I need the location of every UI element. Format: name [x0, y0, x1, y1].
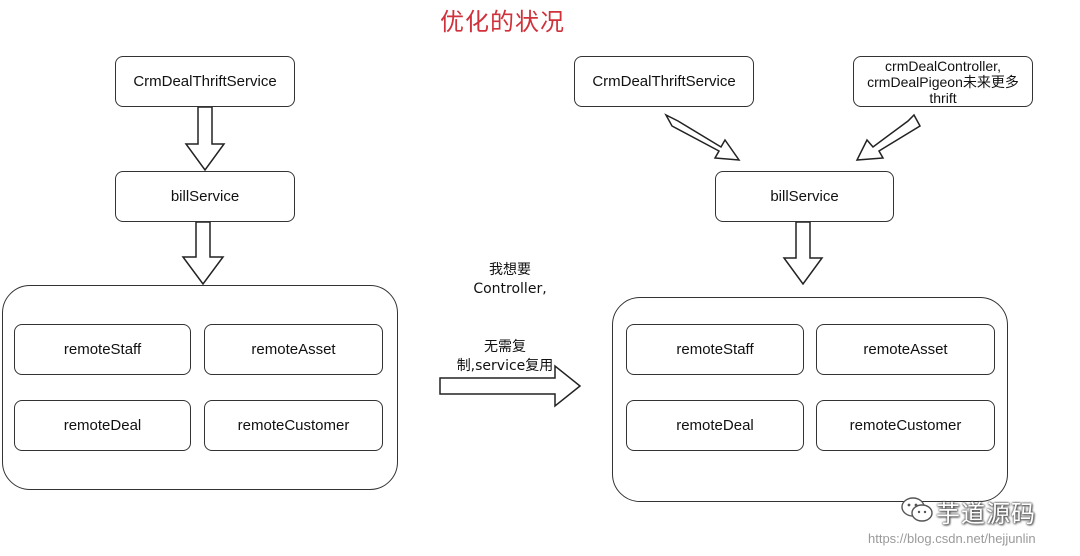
arrow-right-right-diagonal: [855, 113, 922, 161]
right-crm-deal-thrift-service-label: CrmDealThriftService: [592, 72, 736, 90]
watermark-brand: 芋道源码: [936, 500, 1036, 528]
left-remote-customer-label: remoteCustomer: [237, 416, 350, 434]
left-remote-asset: remoteAsset: [204, 324, 383, 375]
watermark-url: https://blog.csdn.net/hejjunlin: [868, 531, 1036, 546]
note-reuse-line2: 制,service复用: [456, 358, 554, 374]
note-reuse-line1: 无需复: [484, 339, 526, 355]
right-crm-deal-thrift-service: CrmDealThriftService: [574, 56, 754, 107]
right-controller-line2: crmDealPigeon未来更多: [867, 73, 1019, 90]
right-remote-customer: remoteCustomer: [816, 400, 995, 451]
note-reuse-service: 无需复 制,service复用: [440, 338, 570, 376]
right-controller-line3: thrift: [929, 89, 957, 106]
left-remote-deal: remoteDeal: [14, 400, 191, 451]
arrow-middle-right: [439, 364, 582, 408]
left-remote-deal-label: remoteDeal: [63, 416, 142, 434]
arrow-right-left-diagonal: [664, 113, 741, 161]
right-bill-service: billService: [715, 171, 894, 222]
right-remote-deal-label: remoteDeal: [676, 416, 754, 434]
arrow-left-bill-to-remotes: [181, 221, 225, 286]
right-remote-staff-label: remoteStaff: [676, 340, 754, 358]
right-crm-deal-controller-pigeon: crmDealController, crmDealPigeon未来更多 thr…: [853, 56, 1033, 107]
left-remotes-container: [2, 285, 398, 490]
right-remote-deal: remoteDeal: [626, 400, 804, 451]
left-crm-deal-thrift-service-label: CrmDealThriftService: [133, 72, 277, 90]
arrow-left-top-to-bill: [184, 106, 226, 172]
left-crm-deal-thrift-service: CrmDealThriftService: [115, 56, 295, 107]
left-remote-staff: remoteStaff: [14, 324, 191, 375]
right-remote-staff: remoteStaff: [626, 324, 804, 375]
note-want-line2: Controller,: [473, 281, 547, 297]
left-remote-asset-label: remoteAsset: [251, 340, 336, 358]
arrow-right-bill-to-remotes: [782, 221, 824, 286]
left-bill-service: billService: [115, 171, 295, 222]
note-want-line1: 我想要: [489, 262, 531, 278]
right-remote-customer-label: remoteCustomer: [849, 416, 962, 434]
note-want-controller: 我想要 Controller,: [455, 261, 565, 299]
right-controller-line1: crmDealController,: [885, 57, 1001, 74]
diagram-title: 优化的状况: [440, 8, 565, 36]
right-bill-service-label: billService: [770, 187, 839, 205]
left-remote-staff-label: remoteStaff: [63, 340, 142, 358]
wechat-icon: [901, 497, 933, 522]
left-bill-service-label: billService: [170, 187, 240, 205]
right-remote-asset-label: remoteAsset: [863, 340, 948, 358]
left-remote-customer: remoteCustomer: [204, 400, 383, 451]
right-remote-asset: remoteAsset: [816, 324, 995, 375]
